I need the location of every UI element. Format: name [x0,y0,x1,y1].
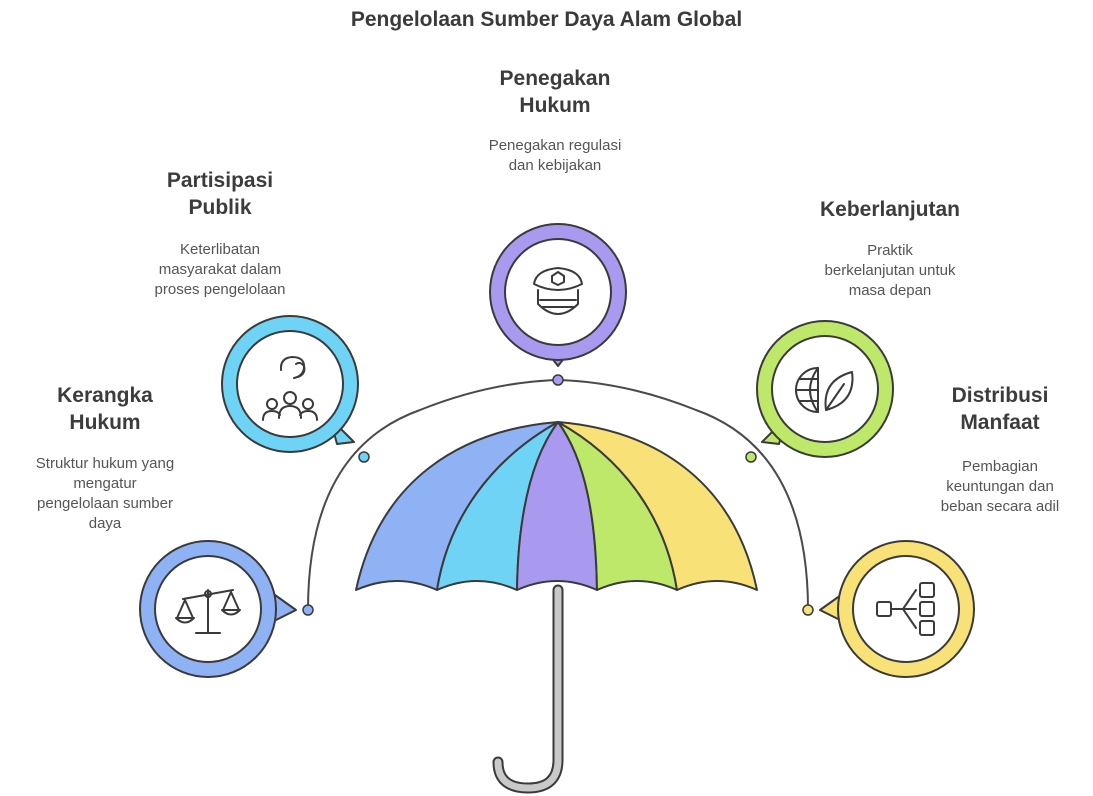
kerangka-hukum-desc-line-1: Struktur hukum yang [35,455,175,472]
community-icon [262,356,318,421]
kerangka-hukum-title-line-1: Kerangka [57,384,153,407]
keberlanjutan-desc-line-3: masa depan [848,282,932,299]
partisipasi-publik-desc-line-1: Keterlibatan [179,241,261,258]
penegakan-hukum-bubble [489,223,627,367]
penegakan-hukum-description: Penegakan regulasi dan kebijakan [445,136,665,176]
keberlanjutan-desc-line-1: Praktik [867,242,913,259]
kerangka-hukum-bubble [139,540,297,678]
keberlanjutan-description: Praktik berkelanjutan untuk masa depan [790,241,990,301]
kerangka-hukum-desc-line-2: mengatur [73,475,137,492]
connector-dot-penegakan [552,374,564,386]
canopy-panel-yellow [557,421,758,591]
partisipasi-publik-title-line-2: Publik [188,196,252,219]
distribusi-manfaat-bubble [819,540,975,678]
kerangka-hukum-description: Struktur hukum yang mengatur pengelolaan… [5,454,205,534]
police-hat-icon [533,267,583,315]
partisipasi-publik-desc-line-3: proses pengelolaan [154,281,286,298]
partisipasi-publik-title-line-1: Partisipasi [166,169,274,192]
penegakan-hukum-desc-line-2: dan kebijakan [508,157,602,174]
keberlanjutan-desc-line-2: berkelanjutan untuk [824,262,956,279]
umbrella-handle [492,584,564,794]
kerangka-hukum-title: Kerangka Hukum [20,382,190,436]
partisipasi-publik-description: Keterlibatan masyarakat dalam proses pen… [120,240,320,300]
distribusi-manfaat-description: Pembagian keuntungan dan beban secara ad… [905,457,1093,517]
kerangka-hukum-desc-line-4: daya [88,515,122,532]
kerangka-hukum-desc-line-3: pengelolaan sumber [37,495,173,512]
connector-dot-partisipasi [358,451,370,463]
distribusi-manfaat-desc-line-2: keuntungan dan [946,478,1054,495]
distribusi-manfaat-desc-line-3: beban secara adil [940,498,1060,515]
connector-dot-kerangka [302,604,314,616]
keberlanjutan-bubble [756,320,894,458]
connector-dot-keberlanjutan [745,451,757,463]
keberlanjutan-title: Keberlanjutan [780,196,1000,223]
distribution-icon [876,582,935,636]
umbrella-canopy [355,421,758,591]
penegakan-hukum-title: Penegakan Hukum [465,65,645,119]
penegakan-hukum-title-line-1: Penegakan [499,67,611,90]
kerangka-hukum-title-line-2: Hukum [69,411,141,434]
penegakan-hukum-desc-line-1: Penegakan regulasi [488,137,622,154]
distribusi-manfaat-title: Distribusi Manfaat [915,382,1085,436]
connector-dot-distribusi [802,604,814,616]
partisipasi-publik-desc-line-2: masyarakat dalam [158,261,282,278]
distribusi-manfaat-title-line-2: Manfaat [960,411,1040,434]
distribusi-manfaat-title-line-1: Distribusi [951,384,1049,407]
partisipasi-publik-title: Partisipasi Publik [130,167,310,221]
scales-icon [175,589,241,634]
distribusi-manfaat-desc-line-1: Pembagian [962,458,1038,475]
keberlanjutan-title-line-1: Keberlanjutan [819,198,961,221]
penegakan-hukum-title-line-2: Hukum [519,94,591,117]
partisipasi-publik-bubble [221,315,359,453]
diagram-title: Pengelolaan Sumber Daya Alam Global [350,8,743,31]
globe-leaf-icon [795,367,854,413]
